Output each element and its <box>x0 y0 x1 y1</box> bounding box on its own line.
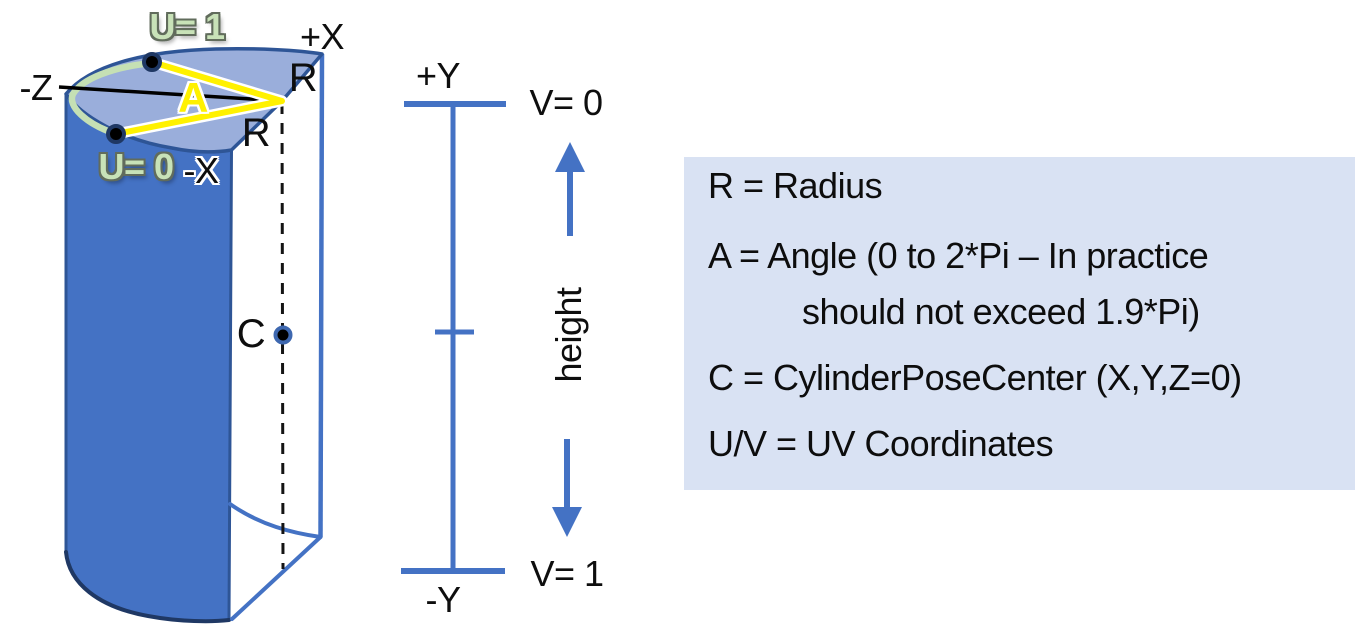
u0-label: U= 0 <box>98 146 174 187</box>
angle-lines <box>113 59 285 137</box>
minus-y-label: -Y <box>425 579 462 620</box>
legend-line-angle-wrap: should not exceed 1.9*Pi) <box>802 291 1200 332</box>
legend-line-uv: U/V = UV Coordinates <box>708 423 1054 464</box>
cylinder-right-edge <box>318 53 325 538</box>
v0-label: V= 0 <box>529 82 603 123</box>
down-arrow-head <box>552 507 582 537</box>
center-label: C <box>236 312 266 356</box>
angle-label: A <box>178 74 208 121</box>
u1-point-marker <box>142 52 162 72</box>
u0-point-marker <box>106 124 126 144</box>
cylinder-bottom-cut-edge <box>230 535 323 621</box>
up-arrow-head <box>555 142 585 172</box>
height-label: height <box>548 287 589 383</box>
uv-seam-arc <box>68 59 156 138</box>
minus-z-line <box>58 85 283 103</box>
cylinder-bottom-rim <box>64 550 231 624</box>
v1-label: V= 1 <box>530 553 604 594</box>
plus-x-label: +X <box>299 16 345 57</box>
plus-y-label: +Y <box>415 55 461 96</box>
radius-top-label: R <box>288 56 318 100</box>
legend-line-radius: R = Radius <box>708 165 883 206</box>
cylinder-axis-dashed-line <box>280 102 285 570</box>
legend-line-center: C = CylinderPoseCenter (X,Y,Z=0) <box>708 357 1242 398</box>
minus-x-label: -X <box>183 150 220 191</box>
legend-line-angle: A = Angle (0 to 2*Pi – In practice <box>708 235 1209 276</box>
u1-label: U= 1 <box>149 6 225 47</box>
radius-front-label: R <box>241 111 271 155</box>
legend-box: R = Radius A = Angle (0 to 2*Pi – In pra… <box>684 157 1355 490</box>
center-point-marker <box>273 325 293 345</box>
cylinder-inner-bottom-arc <box>228 502 323 539</box>
minus-z-label: -Z <box>19 67 53 108</box>
